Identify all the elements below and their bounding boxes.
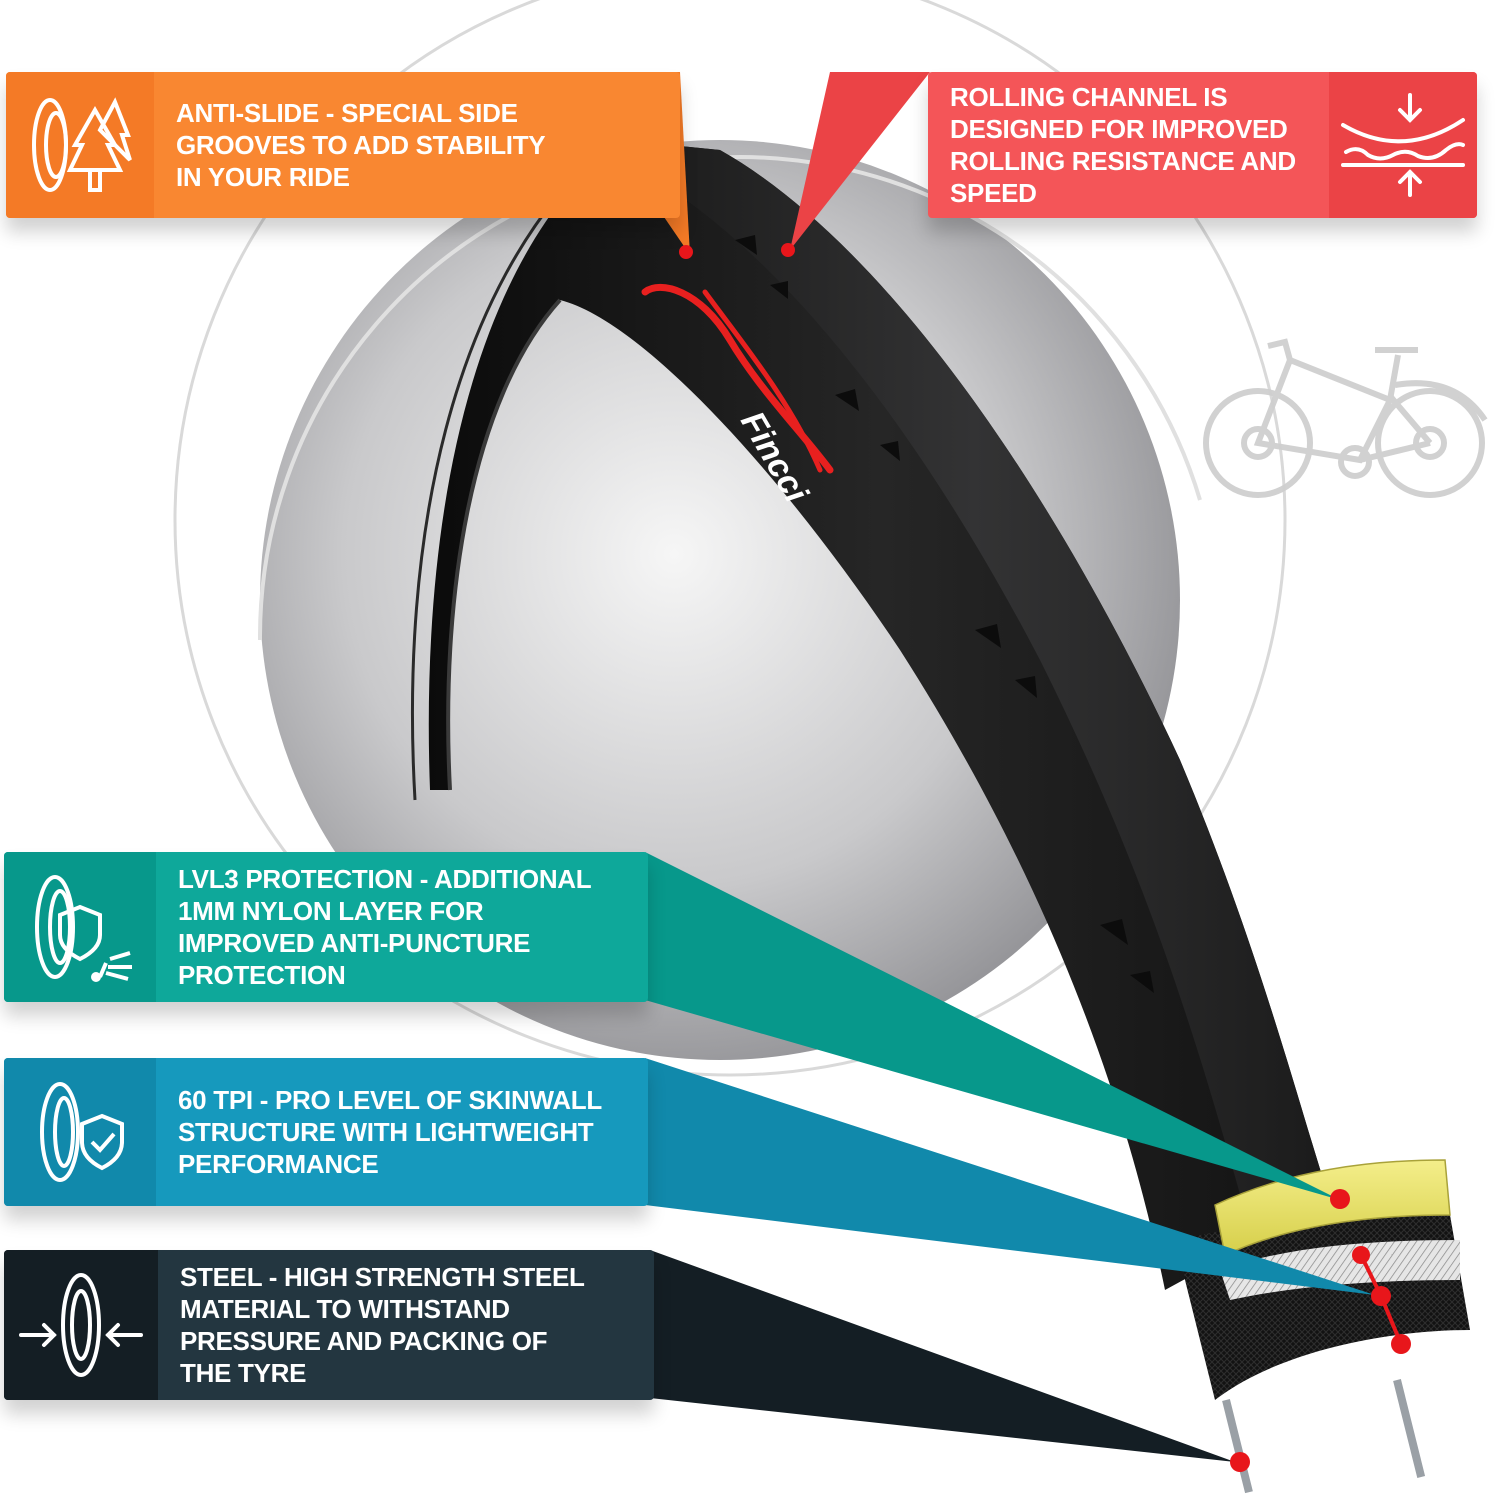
tyre-compress-icon <box>4 1250 158 1400</box>
callout-text: LVL3 PROTECTION - ADDITIONAL 1MM NYLON L… <box>178 864 592 990</box>
tyre-cross-section <box>1180 1159 1470 1494</box>
tyre-shield-puncture-icon <box>4 852 156 1002</box>
callout-rolling-channel: ROLLING CHANNEL IS DESIGNED FOR IMPROVED… <box>928 72 1477 218</box>
callout-text: ROLLING CHANNEL IS DESIGNED FOR IMPROVED… <box>950 82 1296 208</box>
callout-text: ANTI-SLIDE - SPECIAL SIDE GROOVES TO ADD… <box>176 98 546 192</box>
callout-anti-slide: ANTI-SLIDE - SPECIAL SIDE GROOVES TO ADD… <box>6 72 680 218</box>
rolling-resistance-icon <box>1329 72 1477 218</box>
callout-60-tpi: 60 TPI - PRO LEVEL OF SKINWALL STRUCTURE… <box>4 1058 648 1206</box>
tyre-trees-icon <box>6 72 154 218</box>
callout-markers <box>679 243 1411 1472</box>
callout-text: 60 TPI - PRO LEVEL OF SKINWALL STRUCTURE… <box>178 1085 602 1179</box>
beam-steel <box>650 1250 1235 1462</box>
callout-steel: STEEL - HIGH STRENGTH STEEL MATERIAL TO … <box>4 1250 654 1400</box>
beam-rolling-channel <box>790 72 930 250</box>
bicycle-silhouette-icon <box>1203 338 1488 498</box>
callout-text: STEEL - HIGH STRENGTH STEEL MATERIAL TO … <box>180 1262 585 1388</box>
beam-60-tpi <box>645 1058 1375 1295</box>
beam-lvl3-protection <box>645 852 1340 1200</box>
tyre-shield-check-icon <box>4 1058 156 1206</box>
callout-lvl3-protection: LVL3 PROTECTION - ADDITIONAL 1MM NYLON L… <box>4 852 648 1002</box>
